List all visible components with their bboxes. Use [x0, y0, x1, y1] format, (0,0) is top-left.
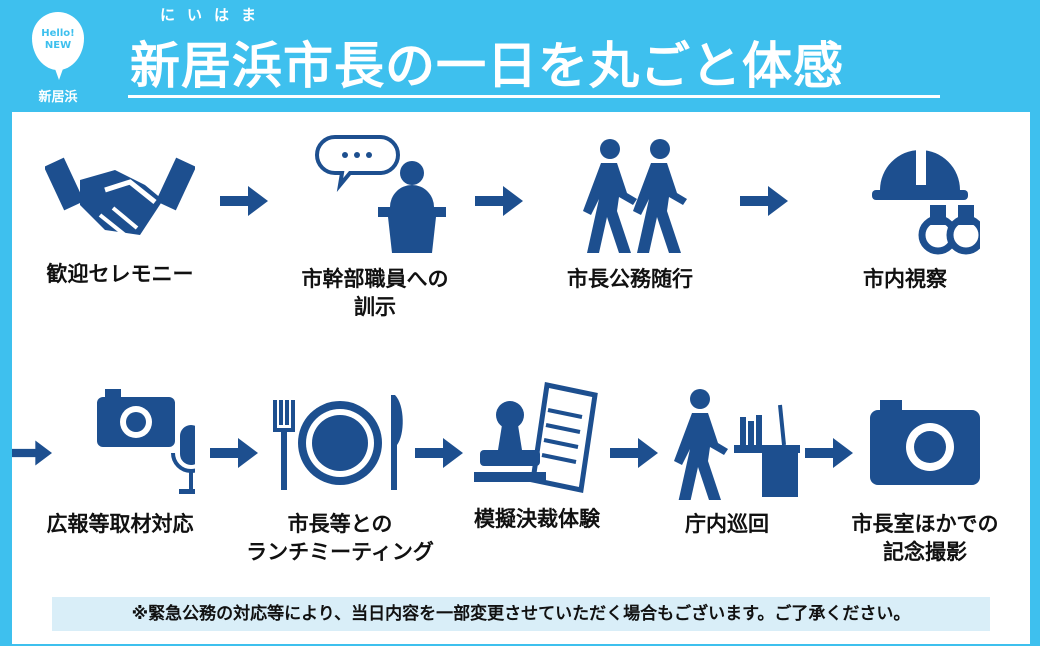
camera-microphone-icon — [97, 389, 195, 494]
page-title: 新居浜市長の一日を丸ごと体感 — [130, 37, 844, 95]
helmet-binoculars-icon — [872, 145, 980, 255]
label-line: ランチミーティング — [246, 540, 434, 564]
label-line: 市長室ほかでの — [851, 512, 999, 536]
step-accompany-mayor: 市長公務随行 — [520, 135, 740, 293]
arrow-right-icon — [475, 186, 523, 216]
step-address-staff: 市幹部職員への訓示 — [265, 135, 485, 321]
arrow-right-icon — [12, 440, 52, 466]
arrow-right-icon — [415, 438, 463, 468]
step-label: 模擬決裁体験 — [474, 507, 600, 531]
label-line: 記念撮影 — [883, 540, 967, 564]
logo-city: 新居浜 — [38, 90, 78, 105]
arrow-right-icon — [220, 186, 268, 216]
arrow-right-icon — [740, 186, 788, 216]
label-line: 市幹部職員への — [301, 267, 449, 291]
title-ruby: にいはま — [160, 6, 269, 24]
stamp-document-icon — [474, 382, 598, 493]
step-label: 市内視察 — [863, 267, 947, 291]
step-label: 歓迎セレモニー — [46, 262, 194, 286]
label-line: 市長等との — [287, 512, 393, 536]
walking-desk-icon — [674, 389, 800, 500]
speech-podium-icon — [315, 135, 446, 253]
label-line: 訓示 — [354, 295, 396, 319]
arrow-right-icon — [210, 438, 258, 468]
logo-text: NEW — [44, 40, 72, 51]
logo-text: Hello! — [41, 28, 75, 39]
step-label: 市長室ほかでの記念撮影 — [815, 510, 1035, 566]
speech-bubble-logo: Hello!NEW — [32, 12, 84, 80]
step-commemorative-photo: 市長室ほかでの記念撮影 — [815, 385, 1035, 566]
step-press-interview: 広報等取材対応 — [10, 385, 230, 538]
step-mock-approval: 模擬決裁体験 — [427, 380, 647, 533]
disclaimer-note: ※緊急公務の対応等により、当日内容を一部変更させていただく場合もございます。ご了… — [52, 597, 990, 631]
step-label: 市幹部職員への訓示 — [265, 265, 485, 321]
step-label: 広報等取材対応 — [46, 512, 194, 536]
walking-people-icon — [583, 139, 687, 253]
step-welcome: 歓迎セレモニー — [10, 140, 230, 288]
fork-plate-knife-icon — [273, 395, 403, 490]
hello-new-logo: Hello!NEW 新居浜 — [26, 12, 90, 105]
step-lunch-meeting: 市長等とのランチミーティング — [230, 385, 450, 566]
step-office-tour: 庁内巡回 — [617, 385, 837, 538]
title-underline — [128, 95, 940, 98]
camera-icon — [870, 400, 980, 485]
step-label: 市長等とのランチミーティング — [230, 510, 450, 566]
arrow-right-icon — [610, 438, 658, 468]
step-label: 庁内巡回 — [685, 512, 769, 536]
arrow-right-icon — [805, 438, 853, 468]
handshake-icon — [45, 157, 195, 237]
step-label: 市長公務随行 — [567, 267, 693, 291]
step-city-inspection: 市内視察 — [795, 135, 1015, 293]
